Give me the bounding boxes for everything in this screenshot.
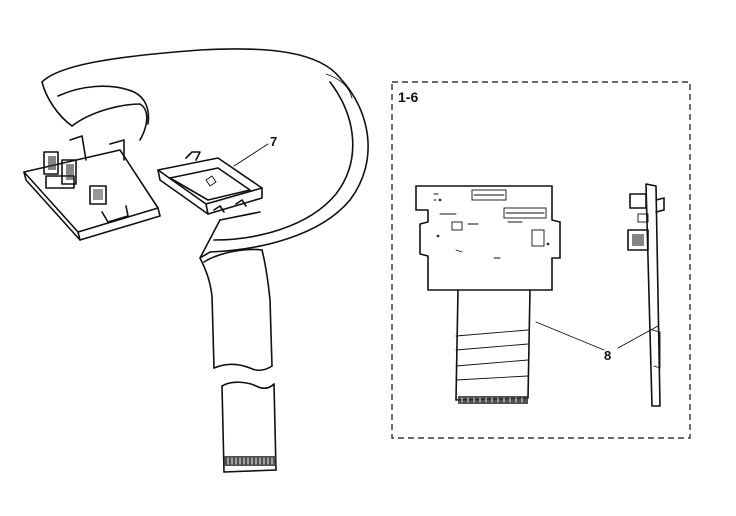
detail-box xyxy=(391,81,691,439)
part-label-module: 7 xyxy=(270,134,277,149)
detail-box-label: 1-6 xyxy=(398,89,418,105)
flat-ribbon-cable-loop xyxy=(41,48,369,473)
part-label-cable: 8 xyxy=(604,348,611,363)
cable-connector-pins xyxy=(227,457,273,465)
detail-flat-cable xyxy=(455,289,531,404)
detail-pcb-front xyxy=(415,185,561,291)
detail-pcb-side xyxy=(627,183,665,407)
leader-lines-part-8 xyxy=(535,321,659,351)
left-circuit-board xyxy=(23,135,161,241)
module-part-7 xyxy=(157,151,263,215)
leader-line-part-7 xyxy=(233,143,269,167)
